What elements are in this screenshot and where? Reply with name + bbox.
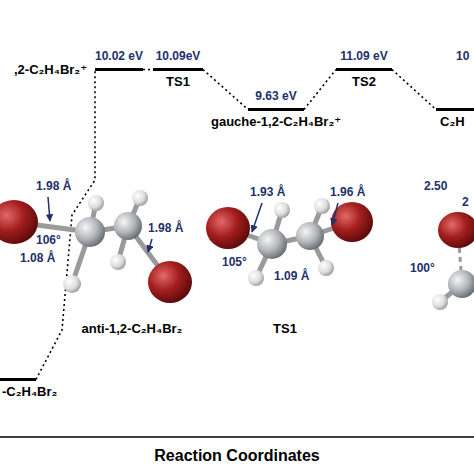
energy-level: 9.63 eVgauche-1,2-C₂H₄Br₂⁺	[248, 108, 304, 111]
ts1-atoms	[206, 198, 373, 286]
energy-connector	[304, 70, 336, 110]
level-name: TS1	[166, 75, 190, 90]
energy-level: 10C₂H	[436, 108, 474, 111]
axis-line	[0, 436, 474, 438]
dimension-arrows	[48, 197, 338, 252]
leader-arrow	[332, 203, 338, 225]
anti-atoms	[0, 190, 192, 303]
bond-length: 1.93 Å	[250, 186, 285, 200]
hydrogen-atom	[110, 254, 126, 270]
energy-level: 10.09eVTS1	[153, 68, 203, 71]
leader-arrow	[252, 203, 262, 232]
bond-length: 1.96 Å	[330, 186, 365, 200]
energy-level: -C₂H₄Br₂	[0, 378, 36, 381]
bond-length: 1.08 Å	[20, 252, 55, 266]
molecule-name: TS1	[273, 322, 297, 337]
level-name: TS2	[352, 75, 376, 90]
bromine-atom	[331, 202, 373, 242]
energy-value: 10	[456, 50, 469, 64]
hydrogen-atom	[248, 270, 264, 286]
bond-length: 1.98 Å	[148, 222, 183, 236]
level-name: ,2-C₂H₄Br₂⁺	[14, 63, 87, 78]
energy-value: 10.09eV	[156, 50, 201, 64]
leader-arrow	[148, 239, 152, 252]
energy-value: 9.63 eV	[255, 90, 296, 104]
carbon-atom	[114, 212, 142, 240]
energy-connector	[203, 70, 248, 110]
energy-value: 10.02 eV	[95, 50, 143, 64]
hydrogen-atom	[314, 198, 330, 214]
hydrogen-atom	[318, 260, 334, 276]
bond-length: 1.09 Å	[274, 270, 309, 284]
hydrogen-atom	[274, 202, 290, 218]
bond-angle: 100°	[410, 262, 435, 276]
level-name: gauche-1,2-C₂H₄Br₂⁺	[211, 115, 341, 130]
energy-value: 11.09 eV	[340, 50, 387, 64]
bond-angle: 106°	[36, 234, 61, 248]
energy-connector	[392, 70, 436, 110]
bond-angle: 105°	[222, 256, 247, 270]
level-name: -C₂H₄Br₂	[2, 385, 57, 400]
carbon-atom	[448, 270, 474, 298]
bromine-atom	[0, 200, 38, 244]
bond-length: 2.50	[424, 180, 447, 194]
anti-molecule	[14, 198, 170, 284]
bond-length: 2	[462, 196, 469, 210]
hydrogen-atom	[63, 275, 81, 293]
energy-connector	[143, 69, 153, 71]
hydrogen-atom	[88, 195, 104, 211]
level-name: C₂H	[440, 115, 465, 130]
bromine-atom	[206, 207, 250, 249]
leader-arrow	[48, 197, 50, 221]
energy-level: ,2-C₂H₄Br₂⁺10.02 eV	[95, 68, 143, 71]
molecule-name: anti-1,2-C₂H₄Br₂	[82, 322, 183, 337]
carbon-atom	[296, 222, 324, 250]
hydrogen-atom	[432, 294, 448, 310]
bond-length: 1.98 Å	[36, 180, 71, 194]
carbon-atom	[257, 229, 287, 259]
axis-title: Reaction Coordinates	[154, 447, 319, 465]
hydrogen-atom	[132, 190, 148, 206]
energy-level: 11.09 eVTS2	[336, 68, 392, 71]
bromine-atom	[438, 212, 474, 248]
right-molecule	[432, 212, 474, 310]
carbon-atom	[75, 217, 105, 247]
bromine-atom	[148, 261, 192, 303]
